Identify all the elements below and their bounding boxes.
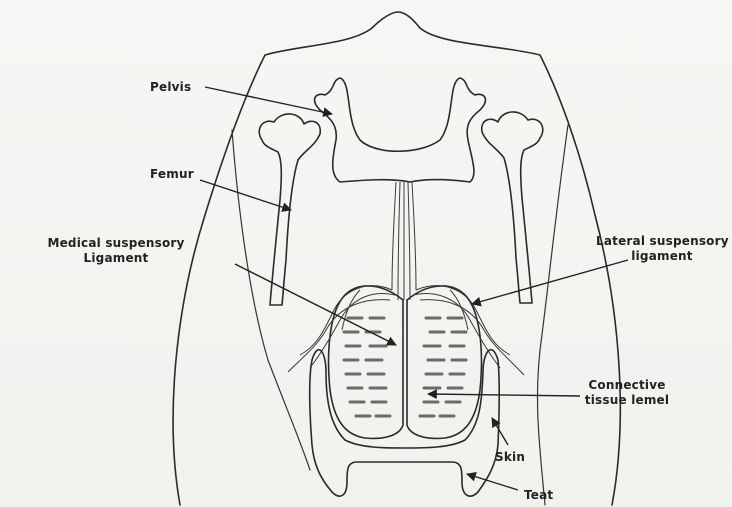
pelvis-bone: [315, 78, 486, 182]
lateral-suspensory-ligament-label: Lateral suspensory ligament: [596, 234, 728, 264]
connective-tissue-label: Connective tissue lemel: [572, 378, 682, 408]
medial-label-line2: Ligament: [16, 251, 216, 266]
right-gland-dashes: [420, 318, 466, 416]
pelvis-leader: [205, 87, 332, 114]
femur-label: Femur: [150, 167, 194, 182]
medial-suspensory-ligament-label: Medical suspensory Ligament: [16, 236, 216, 266]
pelvis-label: Pelvis: [150, 80, 191, 95]
connective-tissue-leader: [428, 394, 580, 396]
right-flank-line: [537, 125, 568, 505]
femur-leader: [200, 180, 291, 210]
skin-label: Skin: [495, 450, 525, 465]
teat-label: Teat: [524, 488, 553, 503]
right-femur-bone: [482, 112, 543, 303]
lateral-label-line1: Lateral suspensory: [596, 234, 728, 249]
connective-label-line2: tissue lemel: [572, 393, 682, 408]
left-gland-dashes: [344, 318, 390, 416]
medial-ligament-fibers: [392, 182, 416, 300]
medial-label-line1: Medical suspensory: [16, 236, 216, 251]
skin-leader: [492, 418, 508, 445]
connective-label-line1: Connective: [572, 378, 682, 393]
body-outline: [173, 12, 620, 505]
medial-ligament-leader: [235, 264, 396, 345]
teat-leader: [467, 474, 518, 490]
skin-and-teats: [310, 350, 499, 496]
lateral-label-line2: ligament: [596, 249, 728, 264]
